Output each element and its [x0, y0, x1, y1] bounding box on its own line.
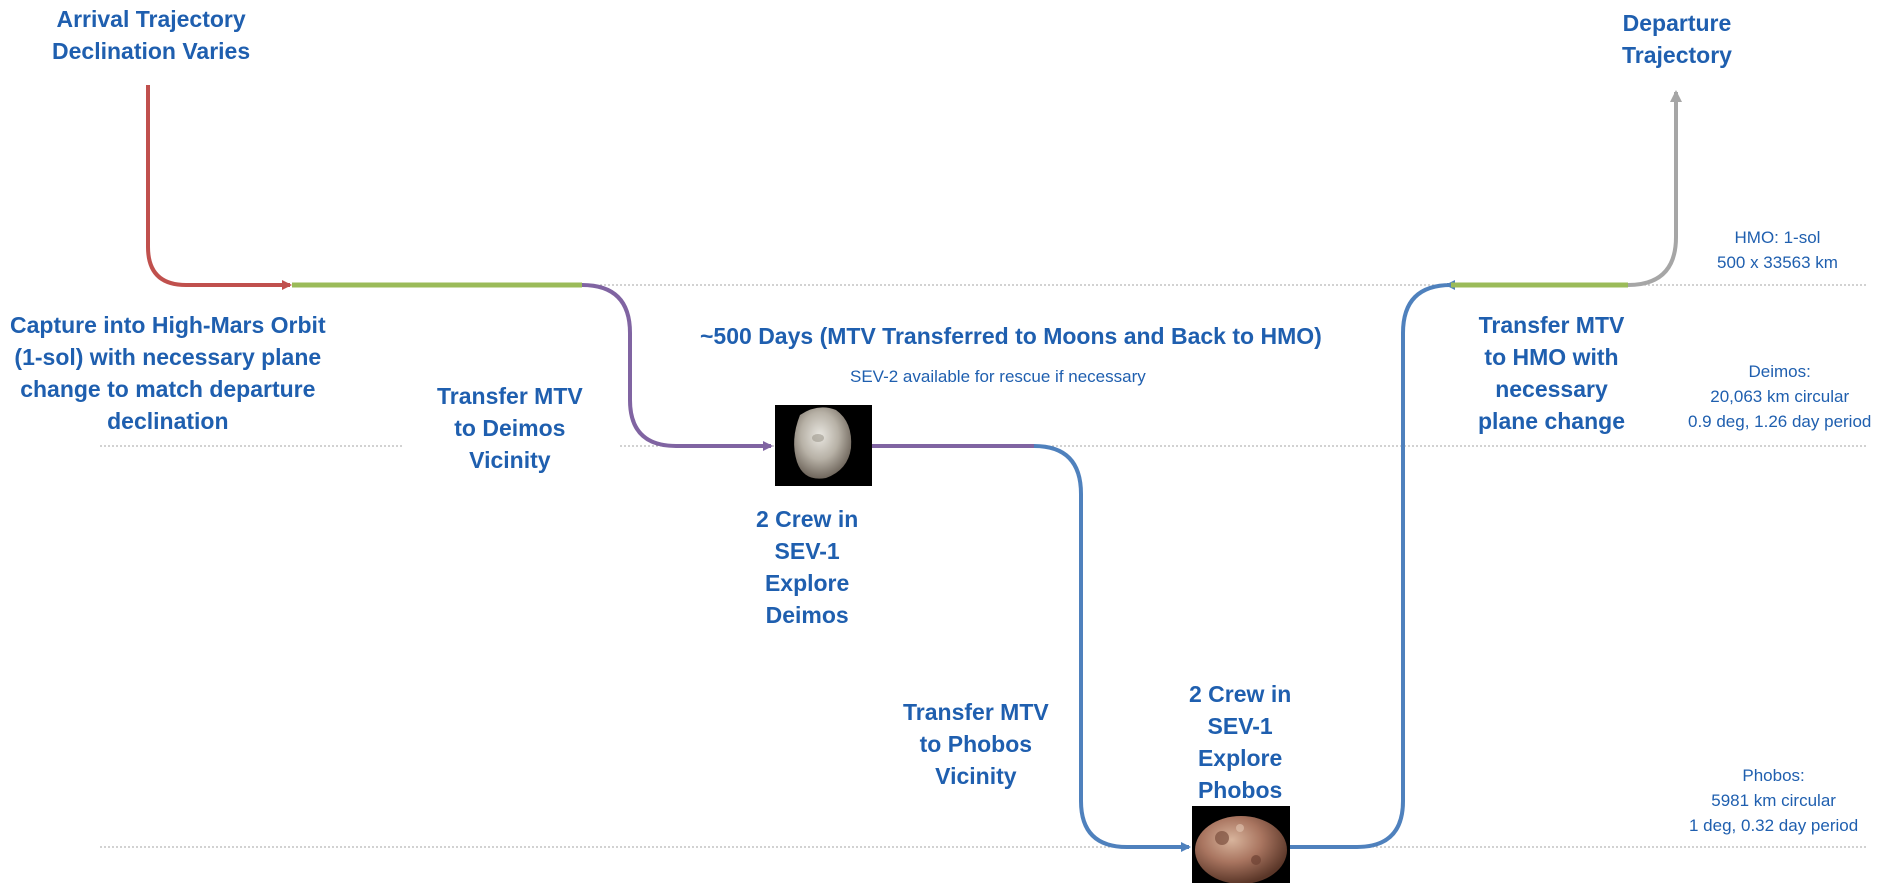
- transfer-phobos-line-1: Transfer MTV: [903, 699, 1049, 725]
- capture-line-3: change to match departure: [20, 376, 316, 402]
- deimos-explore-line-4: Deimos: [765, 602, 849, 628]
- departure-path: [1627, 90, 1682, 287]
- capture-line-4: declination: [107, 408, 229, 434]
- arrival-line-1: Arrival Trajectory: [56, 6, 246, 32]
- hmo-orbit-line-2: 500 x 33563 km: [1717, 253, 1838, 272]
- phobos-moon-image: [1192, 806, 1290, 883]
- hmo-orbit-line-1: HMO: 1-sol: [1734, 228, 1821, 247]
- transfer-deimos-line-1: Transfer MTV: [437, 383, 583, 409]
- phobos-explore-line-2: SEV-1: [1207, 713, 1273, 739]
- transfer-hmo-line-3: necessary: [1495, 376, 1608, 402]
- deimos-orbit-line-3: 0.9 deg, 1.26 day period: [1688, 412, 1872, 431]
- transfer-phobos-line-3: Vicinity: [935, 763, 1017, 789]
- transfer-deimos-line-2: to Deimos: [454, 415, 566, 441]
- deimos-explore-line-1: 2 Crew in: [756, 506, 859, 532]
- deimos-moon-image: [775, 405, 872, 486]
- arrival-path: [146, 85, 292, 290]
- deimos-explore-line-2: SEV-1: [774, 538, 840, 564]
- deimos-transfer-path: [581, 283, 773, 451]
- phobos-explore-line-1: 2 Crew in: [1189, 681, 1292, 707]
- phobos-explore-line-4: Phobos: [1197, 777, 1283, 803]
- departure-line-1: Departure: [1622, 10, 1732, 36]
- deimos-orbit-line-2: 20,063 km circular: [1710, 387, 1850, 406]
- deimos-explore-line-3: Explore: [764, 570, 850, 596]
- deimos-orbit-info: Deimos: 20,063 km circular 0.9 deg, 1.26…: [1688, 359, 1871, 434]
- phobos-explore-line-3: Explore: [1197, 745, 1283, 771]
- phobos-explore-label: 2 Crew in SEV-1 Explore Phobos: [1189, 678, 1291, 806]
- capture-description: Capture into High-Mars Orbit (1-sol) wit…: [10, 309, 326, 437]
- arrival-trajectory-label: Arrival Trajectory Declination Varies: [52, 3, 250, 67]
- rescue-note: SEV-2 available for rescue if necessary: [850, 367, 1146, 386]
- transfer-hmo-line-2: to HMO with: [1484, 344, 1619, 370]
- deimos-explore-label: 2 Crew in SEV-1 Explore Deimos: [756, 503, 858, 631]
- transfer-deimos-label: Transfer MTV to Deimos Vicinity: [437, 380, 583, 476]
- transfer-hmo-line-4: plane change: [1478, 408, 1625, 434]
- transfer-hmo-line-1: Transfer MTV: [1478, 312, 1625, 338]
- phobos-orbit-line-1: Phobos:: [1742, 766, 1805, 785]
- transfer-deimos-line-3: Vicinity: [469, 447, 551, 473]
- transfer-phobos-line-2: to Phobos: [919, 731, 1033, 757]
- deimos-orbit-line-1: Deimos:: [1748, 362, 1811, 381]
- arrival-line-2: Declination Varies: [52, 38, 251, 64]
- capture-line-2: (1-sol) with necessary plane: [14, 344, 322, 370]
- phobos-orbit-info: Phobos: 5981 km circular 1 deg, 0.32 day…: [1689, 763, 1858, 838]
- departure-trajectory-label: Departure Trajectory: [1622, 7, 1732, 71]
- phobos-orbit-line-2: 5981 km circular: [1711, 791, 1836, 810]
- hmo-orbit-info: HMO: 1-sol 500 x 33563 km: [1717, 225, 1838, 275]
- departure-line-2: Trajectory: [1622, 42, 1732, 68]
- transfer-hmo-label: Transfer MTV to HMO with necessary plane…: [1478, 309, 1625, 437]
- transfer-phobos-label: Transfer MTV to Phobos Vicinity: [903, 696, 1049, 792]
- hmo-return-path: [1288, 280, 1455, 849]
- capture-line-1: Capture into High-Mars Orbit: [10, 312, 326, 338]
- phobos-transfer-path: [1033, 444, 1191, 852]
- mission-duration-label: ~500 Days (MTV Transferred to Moons and …: [700, 323, 1322, 349]
- phobos-orbit-line-3: 1 deg, 0.32 day period: [1689, 816, 1859, 835]
